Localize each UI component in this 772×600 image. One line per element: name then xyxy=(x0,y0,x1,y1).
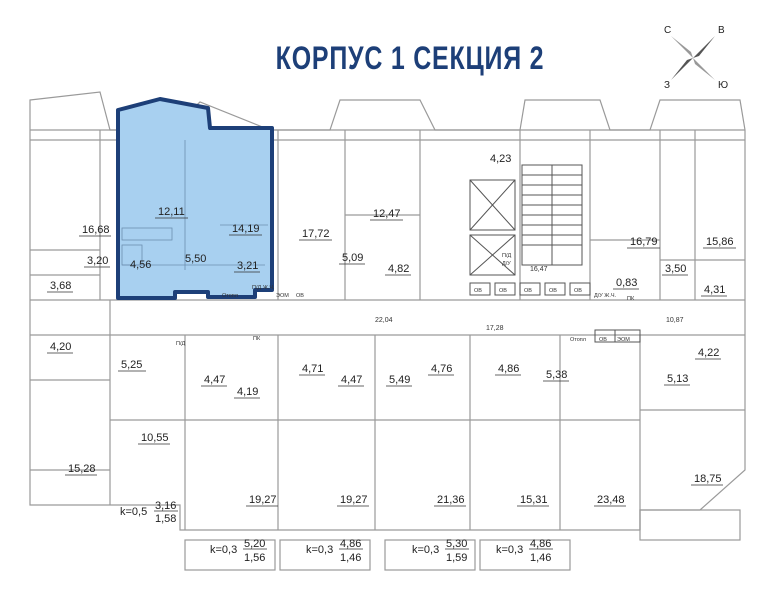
balcony-area-reduced: 1,59 xyxy=(446,552,467,564)
ov-label: ОВ xyxy=(474,288,482,294)
room-area: 4,47 xyxy=(341,374,362,386)
d-u-label: Д/У xyxy=(502,261,511,267)
balcony-k: k=0,3 xyxy=(496,544,523,556)
ov-label: ОВ xyxy=(549,288,557,294)
compass-south-label: Ю xyxy=(718,80,728,91)
room-area: 15,31 xyxy=(520,494,548,506)
room-area: 4,71 xyxy=(302,363,323,375)
otopl-label: Отопл xyxy=(570,337,586,343)
pd-zhch-label: П/Д Ж.Ч. xyxy=(252,285,275,291)
room-area: 5,13 xyxy=(667,373,688,385)
room-area: 21,36 xyxy=(437,494,465,506)
room-area: 4,56 xyxy=(130,259,151,271)
room-area: 15,86 xyxy=(706,236,734,248)
room-area: 3,68 xyxy=(50,280,71,292)
eom-label: ЭОМ xyxy=(617,337,630,343)
room-area: 15,28 xyxy=(68,463,96,475)
balcony-area: 5,20 xyxy=(244,538,265,550)
balcony-k: k=0,5 xyxy=(120,506,147,518)
balcony-area: 4,86 xyxy=(530,538,551,550)
room-area: 4,22 xyxy=(698,347,719,359)
eom-label: ЭОМ xyxy=(276,293,289,299)
balcony-k: k=0,3 xyxy=(412,544,439,556)
ov-label: ОВ xyxy=(296,293,304,299)
room-area-labels: 16,68 12,11 14,19 17,72 12,47 4,23 16,79… xyxy=(50,153,734,506)
room-area: 16,47 xyxy=(530,266,548,273)
room-area: 4,20 xyxy=(50,341,71,353)
ov-label: ОВ xyxy=(599,337,607,343)
pk-label: ПК xyxy=(627,296,635,302)
room-area: 17,72 xyxy=(302,228,330,240)
room-area: 16,68 xyxy=(82,224,110,236)
room-area: 23,48 xyxy=(597,494,625,506)
balcony-k: k=0,3 xyxy=(210,544,237,556)
compass-east-label: В xyxy=(718,25,725,36)
room-area: 22,04 xyxy=(375,317,393,324)
room-area: 5,09 xyxy=(342,252,363,264)
room-area: 12,11 xyxy=(158,206,185,218)
room-area: 19,27 xyxy=(249,494,277,506)
room-area: 5,38 xyxy=(546,369,567,381)
area-underlines xyxy=(47,217,736,507)
room-area: 12,47 xyxy=(373,208,401,220)
balcony-area-reduced: 1,56 xyxy=(244,552,265,564)
pk-label: ПК xyxy=(253,336,261,342)
pd-label: П/Д xyxy=(176,341,185,347)
room-area: 16,79 xyxy=(630,236,658,248)
room-area: 10,87 xyxy=(666,317,684,324)
balcony-area: 5,30 xyxy=(446,538,467,550)
room-area: 14,19 xyxy=(232,223,260,235)
room-area: 5,25 xyxy=(121,359,142,371)
compass-west-label: З xyxy=(664,80,670,91)
room-area: 17,28 xyxy=(486,325,504,332)
room-area: 4,47 xyxy=(204,374,225,386)
balcony-area-reduced: 1,46 xyxy=(530,552,551,564)
balcony-area-reduced: 1,46 xyxy=(340,552,361,564)
d-u-zhch-label: Д/У Ж.Ч. xyxy=(594,293,617,299)
balcony-labels: k=0,5 3,16 1,58 k=0,3 5,20 1,56 k=0,3 4,… xyxy=(120,500,553,564)
balcony-area: 3,16 xyxy=(155,500,176,512)
balcony-k: k=0,3 xyxy=(306,544,333,556)
room-area: 10,55 xyxy=(141,432,169,444)
room-area: 3,20 xyxy=(87,255,108,267)
balcony-area: 4,86 xyxy=(340,538,361,550)
room-area: 18,75 xyxy=(694,473,722,485)
room-area: 4,31 xyxy=(704,284,725,296)
compass-icon: С В З Ю xyxy=(664,25,728,91)
room-area: 0,83 xyxy=(616,277,637,289)
room-area: 5,50 xyxy=(185,253,206,265)
room-area: 4,82 xyxy=(388,263,409,275)
room-area: 19,27 xyxy=(340,494,368,506)
otopl-label: Отопл xyxy=(222,293,238,299)
elevator-core xyxy=(469,164,641,343)
selected-apartment[interactable] xyxy=(116,97,274,300)
room-area: 5,49 xyxy=(389,374,410,386)
room-area: 4,23 xyxy=(490,153,511,165)
technical-labels: ОВ ОВ ОВ ОВ ОВ ОВ ОВ П/Д Ж.Ч. Д/У Ж.Ч. О… xyxy=(176,253,635,347)
ov-label: ОВ xyxy=(574,288,582,294)
room-area: 4,86 xyxy=(498,363,519,375)
room-area: 3,50 xyxy=(665,263,686,275)
compass-north-label: С xyxy=(664,25,671,36)
pd-label: П/Д xyxy=(502,253,511,259)
selected-apartment-fixtures xyxy=(121,140,268,270)
page-title: КОРПУС 1 СЕКЦИЯ 2 xyxy=(275,40,545,76)
room-area: 3,21 xyxy=(237,260,258,272)
ov-label: ОВ xyxy=(524,288,532,294)
balcony-area-reduced: 1,58 xyxy=(155,513,176,525)
room-area: 4,19 xyxy=(237,386,258,398)
ov-label: ОВ xyxy=(499,288,507,294)
room-area: 4,76 xyxy=(431,363,452,375)
